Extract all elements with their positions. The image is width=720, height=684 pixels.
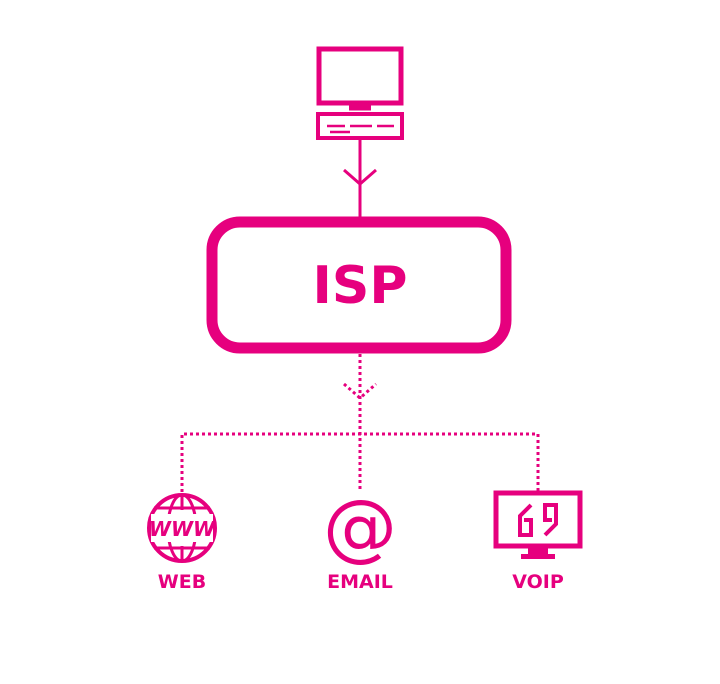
globe-www-text: WWW xyxy=(149,517,216,541)
globe-www-icon xyxy=(147,493,217,563)
desktop-computer-icon xyxy=(316,46,404,140)
computer-keyboard xyxy=(316,112,404,140)
solid-connector xyxy=(343,140,377,218)
isp-box xyxy=(206,216,512,354)
service-label-email: EMAIL xyxy=(327,571,393,593)
computer-monitor xyxy=(316,46,404,106)
isp-label: ISP xyxy=(313,256,408,316)
dotted-branch xyxy=(180,432,540,492)
quote-marks-icon xyxy=(518,503,558,537)
keyboard-keys xyxy=(327,124,394,134)
service-label-web: WEB xyxy=(158,571,206,593)
chevron-down-icon xyxy=(343,168,377,186)
voip-monitor-icon xyxy=(493,490,583,559)
service-label-voip: VOIP xyxy=(512,571,564,593)
chevron-down-icon xyxy=(343,382,377,400)
dotted-connectors xyxy=(180,354,540,492)
at-sign-icon: @ xyxy=(323,484,397,570)
